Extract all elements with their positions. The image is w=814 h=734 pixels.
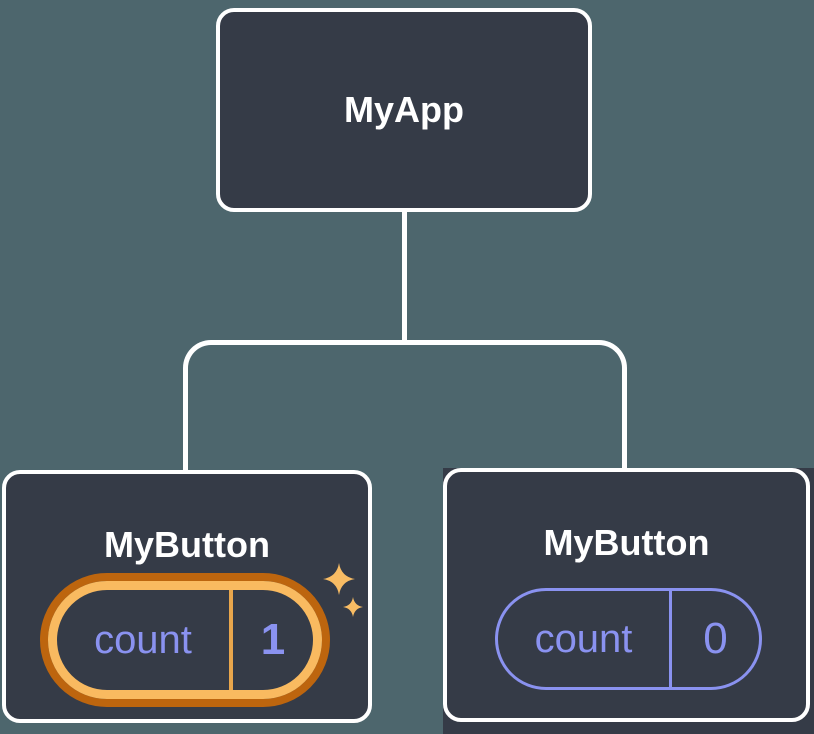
tree-connector-branch	[183, 340, 627, 470]
state-value: 0	[703, 614, 728, 663]
count-pill: count 0	[495, 588, 762, 690]
state-name-label: count	[534, 616, 633, 661]
count-pill-inner: count 1	[48, 581, 322, 699]
child-component-label: MyButton	[543, 522, 710, 563]
pill-divider	[229, 590, 233, 690]
sparkle-star-small	[343, 597, 363, 617]
count-pill-highlighted: count 1	[40, 573, 330, 707]
pill-divider	[669, 591, 672, 687]
state-name-label: count	[94, 617, 192, 662]
child-component-node-left: MyButton count 1	[2, 470, 372, 723]
child-component-label: MyButton	[104, 524, 270, 565]
tree-connector-stem	[402, 208, 407, 344]
sparkle-icon	[323, 563, 363, 617]
sparkle-star-large	[323, 563, 355, 595]
root-component-node: MyApp	[216, 8, 592, 212]
child-component-node-right: MyButton count 0	[443, 468, 810, 722]
state-value: 1	[260, 615, 286, 664]
root-component-label: MyApp	[344, 89, 464, 130]
